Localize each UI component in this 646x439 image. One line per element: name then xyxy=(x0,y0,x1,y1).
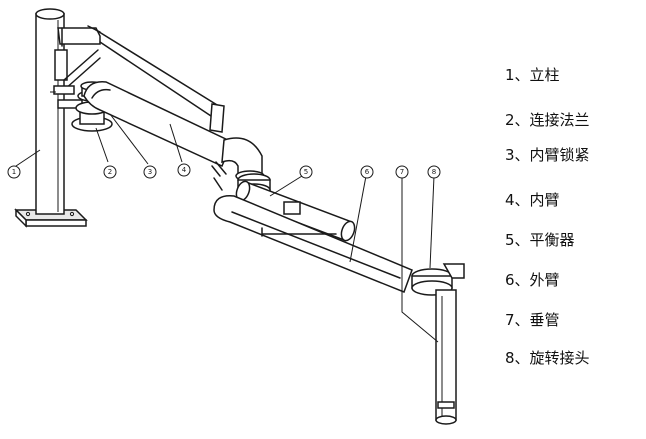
legend-item-rotary-joint: 8、旋转接头 xyxy=(505,349,590,367)
callout-3: 3 xyxy=(143,165,157,179)
outer-arm xyxy=(213,195,413,293)
leader-lines xyxy=(15,113,439,343)
callout-8: 8 xyxy=(427,165,441,179)
legend-item-outer-arm: 6、外臂 xyxy=(505,271,560,289)
legend-item-drop-pipe: 7、垂管 xyxy=(505,311,560,329)
drop-pipe xyxy=(435,289,457,425)
svg-text:4: 4 xyxy=(182,166,187,174)
svg-text:6: 6 xyxy=(365,168,370,176)
legend-item-balancer: 5、平衡器 xyxy=(505,231,575,249)
legend-item-inner-arm-lock: 3、内臂锁紧 xyxy=(505,146,590,164)
callout-2: 2 xyxy=(103,165,117,179)
callout-4: 4 xyxy=(177,163,191,177)
legend-item-inner-arm: 4、内臂 xyxy=(505,191,560,209)
legend-item-connection-flange: 2、连接法兰 xyxy=(505,111,590,129)
svg-text:7: 7 xyxy=(400,168,404,176)
svg-text:3: 3 xyxy=(148,168,152,176)
callout-6: 6 xyxy=(360,165,374,179)
upper-strut xyxy=(95,29,225,133)
svg-text:8: 8 xyxy=(432,168,436,176)
svg-text:5: 5 xyxy=(304,168,308,176)
callout-7: 7 xyxy=(395,165,409,179)
callout-1: 1 xyxy=(7,165,21,179)
svg-text:1: 1 xyxy=(12,168,16,176)
legend-item-column: 1、立柱 xyxy=(505,66,560,84)
svg-text:2: 2 xyxy=(108,168,112,176)
callout-5: 5 xyxy=(299,165,313,179)
